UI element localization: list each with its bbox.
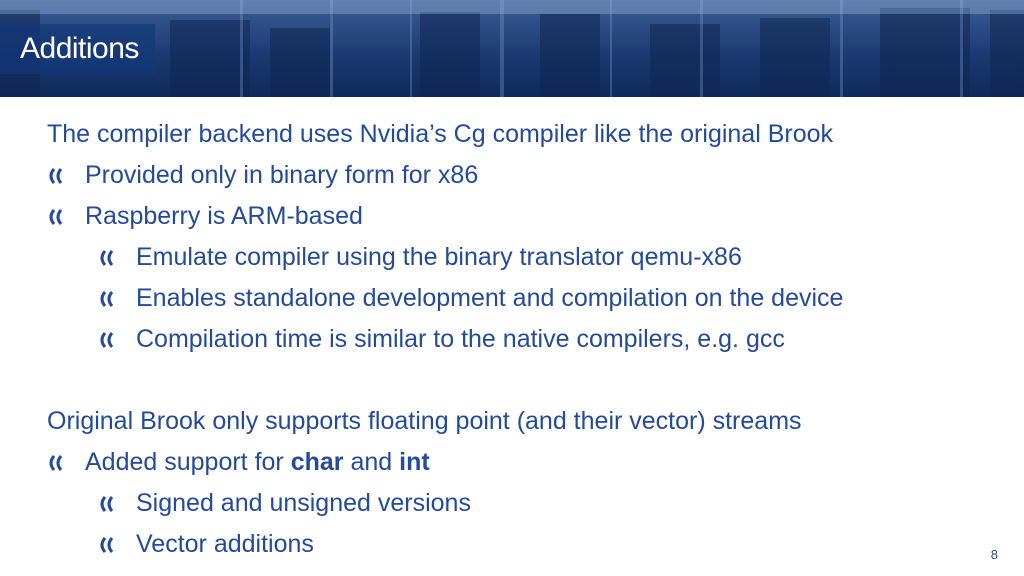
bullet-text-middle: and [343, 448, 400, 476]
slide-title: Additions [0, 24, 155, 74]
sub-bullet-text: Compilation time is similar to the nativ… [136, 325, 785, 353]
sub-bullet-text: Signed and unsigned versions [136, 489, 471, 517]
bullet-item: Provided only in binary form for x86 [47, 155, 987, 196]
sub-bullet-item: Signed and unsigned versions [47, 483, 987, 524]
paragraph-compiler-backend: The compiler backend uses Nvidia’s Cg co… [47, 120, 834, 148]
double-bracket-bullet-icon [98, 319, 120, 360]
double-bracket-bullet-icon [98, 483, 120, 524]
bullet-text: Raspberry is ARM-based [85, 202, 363, 230]
bold-keyword-char: char [290, 448, 344, 476]
sub-bullet-text: Vector additions [136, 530, 314, 558]
double-bracket-bullet-icon [98, 278, 120, 319]
sub-bullet-item: Emulate compiler using the binary transl… [47, 237, 987, 278]
double-bracket-bullet-icon [98, 524, 120, 565]
header-banner: Additions [0, 0, 1024, 97]
server-racks-background-image [0, 0, 1024, 97]
double-bracket-bullet-icon [47, 155, 69, 196]
double-bracket-bullet-icon [98, 237, 120, 278]
paragraph-original-brook: Original Brook only supports floating po… [47, 407, 802, 435]
double-bracket-bullet-icon [47, 442, 69, 483]
sub-bullet-item: Vector additions [47, 524, 987, 565]
bullet-item: Added support for char and int [47, 442, 987, 483]
page-number: 8 [990, 547, 998, 562]
sub-bullet-item: Compilation time is similar to the nativ… [47, 319, 987, 360]
double-bracket-bullet-icon [47, 196, 69, 237]
bullet-text-prefix: Added support for [85, 448, 291, 476]
bold-keyword-int: int [399, 448, 430, 476]
bullet-text: Provided only in binary form for x86 [85, 161, 479, 189]
sub-bullet-text: Emulate compiler using the binary transl… [136, 243, 742, 271]
sub-bullet-text: Enables standalone development and compi… [136, 284, 844, 312]
bullet-item: Raspberry is ARM-based [47, 196, 987, 237]
slide-body: The compiler backend uses Nvidia’s Cg co… [47, 114, 987, 565]
sub-bullet-item: Enables standalone development and compi… [47, 278, 987, 319]
paragraph-spacer [47, 360, 987, 401]
